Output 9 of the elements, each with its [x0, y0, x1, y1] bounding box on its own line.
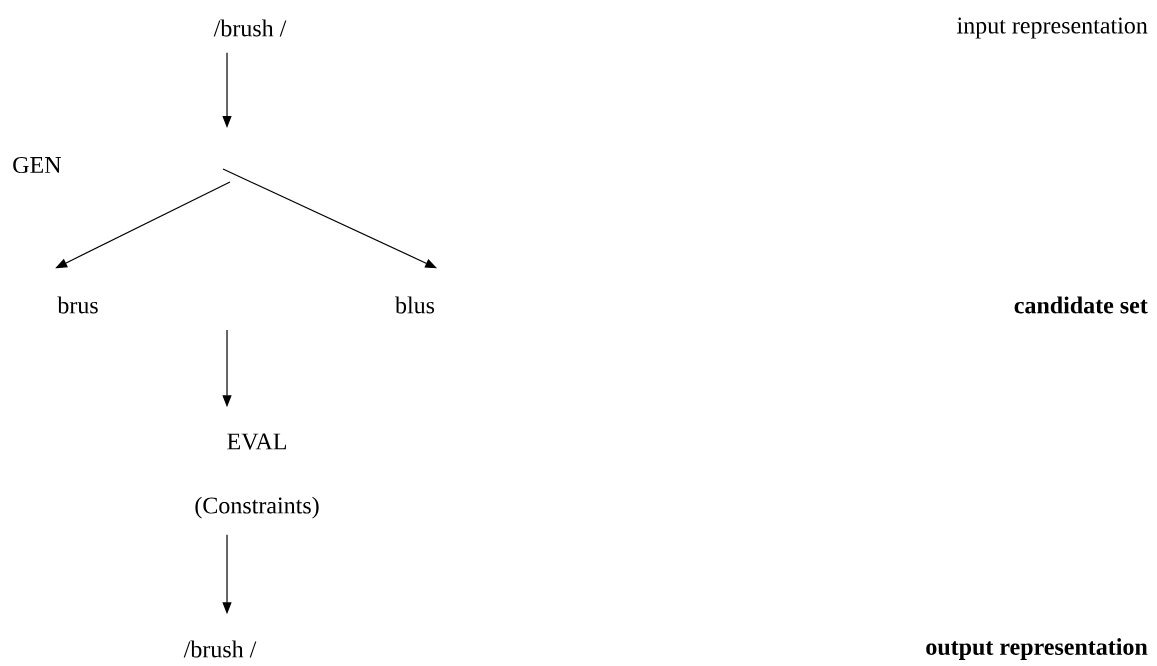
- side-label: candidate set: [1014, 296, 1148, 314]
- side-label: output representation: [926, 638, 1148, 660]
- word-label: blus: [395, 296, 435, 314]
- word-label: /brush /: [213, 19, 287, 37]
- side-label: GEN: [13, 156, 61, 174]
- side-label: input representation: [957, 17, 1148, 39]
- word-label: /brush /: [183, 640, 257, 658]
- stage-label: EVAL (Constraints): [195, 433, 319, 519]
- word-label: brus: [57, 296, 98, 314]
